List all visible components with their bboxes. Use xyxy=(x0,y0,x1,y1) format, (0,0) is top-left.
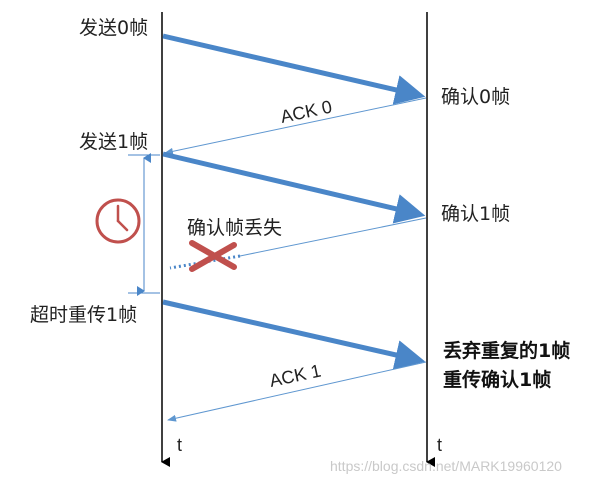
label-send-frame0: 发送0帧 xyxy=(79,17,148,39)
frame0-arrow xyxy=(162,33,426,105)
label-ack1: ACK 1 xyxy=(268,361,323,391)
label-ack-lost: 确认帧丢失 xyxy=(187,217,282,239)
label-discard-dup: 丢弃重复的1帧 xyxy=(443,339,570,362)
label-confirm-frame0: 确认0帧 xyxy=(441,86,510,108)
label-confirm-frame1: 确认1帧 xyxy=(441,203,510,225)
label-receiver-t: t xyxy=(437,435,442,455)
watermark: https://blog.csdn.net/MARK19960120 xyxy=(330,458,562,474)
resend-frame1-arrow xyxy=(162,299,426,370)
clock-icon xyxy=(95,198,141,244)
label-send-frame1: 发送1帧 xyxy=(79,131,148,153)
lost-ack-line xyxy=(239,217,427,257)
label-sender-t: t xyxy=(177,435,182,455)
label-timeout-resend: 超时重传1帧 xyxy=(30,304,137,326)
frame1-arrow xyxy=(162,151,426,224)
label-resend-confirm: 重传确认1帧 xyxy=(443,368,551,391)
ack0-arrow xyxy=(164,97,427,155)
ack1-arrow xyxy=(167,361,427,422)
label-ack0: ACK 0 xyxy=(279,97,334,127)
cross-icon xyxy=(189,240,237,272)
